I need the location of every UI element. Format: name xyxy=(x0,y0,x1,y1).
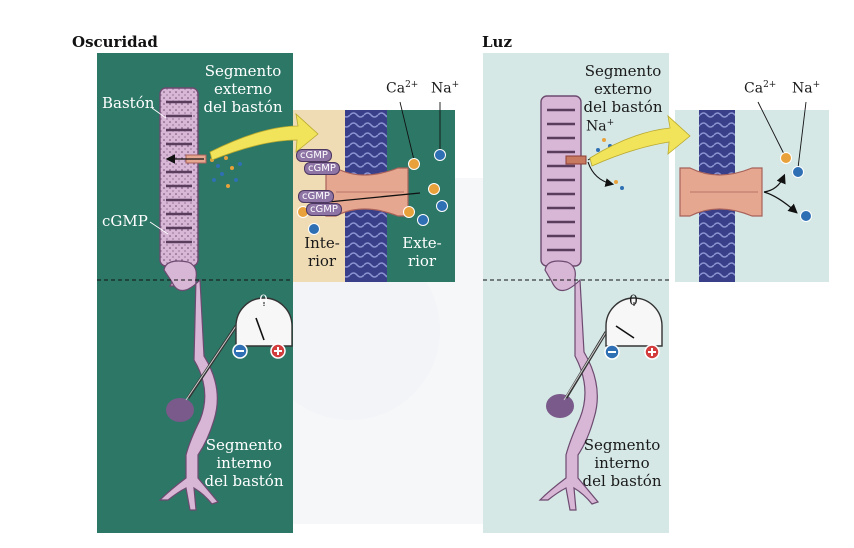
dark-cgmp-tags: cGMP cGMP cGMP cGMP xyxy=(296,149,346,221)
dark-na-ion xyxy=(436,200,448,212)
light-voltmeter xyxy=(604,297,663,360)
light-rod-discs xyxy=(547,108,575,252)
light-na-label: Na+ xyxy=(792,80,821,97)
dark-ca-pointer xyxy=(399,101,415,161)
cgmp-tag: cGMP xyxy=(298,190,334,203)
light-rod-cell xyxy=(538,95,624,511)
dark-cgmp-pointer xyxy=(149,221,169,235)
light-ca-pointer xyxy=(757,101,785,155)
dark-na-label: Na+ xyxy=(431,80,460,97)
light-inset xyxy=(675,101,829,282)
dark-na-ion xyxy=(308,223,320,235)
dark-ca-ion xyxy=(403,206,415,218)
dark-rod-cell xyxy=(149,87,242,511)
light-outer-segment-label: Segmento externo del bastón xyxy=(583,62,663,116)
dark-rod-outer-segment xyxy=(159,87,199,267)
light-blocked-flow xyxy=(763,173,786,193)
light-na-pointer xyxy=(797,101,807,169)
dark-baston-pointer xyxy=(151,107,167,119)
dark-ca-ion xyxy=(428,183,440,195)
dark-inset xyxy=(293,101,455,282)
light-heading: Luz xyxy=(482,33,512,51)
dark-rod-discs xyxy=(166,100,192,244)
light-ca-label: Ca2+ xyxy=(744,80,777,97)
dark-ca-label: Ca2+ xyxy=(386,80,419,97)
dark-meter-zero: 0 xyxy=(259,293,268,309)
rod-label: Bastón xyxy=(102,94,155,112)
dark-rod-nucleus xyxy=(166,398,194,422)
light-ca-ion xyxy=(780,152,792,164)
cgmp-tag: cGMP xyxy=(304,162,340,175)
dark-channel-flow-arrow xyxy=(315,192,421,208)
light-ion-deflect-arrow xyxy=(587,161,615,187)
light-na-inline-label: Na+ xyxy=(586,118,615,135)
light-na-ion xyxy=(792,166,804,178)
light-meter-zero: 0 xyxy=(629,293,638,309)
light-na-ion xyxy=(800,210,812,222)
light-zoom-arrow xyxy=(589,114,691,167)
cgmp-tag: cGMP xyxy=(296,149,332,162)
interior-label: Inte- rior xyxy=(304,234,340,270)
dark-voltmeter xyxy=(232,297,293,359)
cgmp-label: cGMP xyxy=(102,212,148,230)
dark-na-ion xyxy=(417,214,429,226)
dark-na-ion xyxy=(434,149,446,161)
background-page-circle xyxy=(260,240,440,420)
cgmp-tag: cGMP xyxy=(306,203,342,216)
dark-zoom-arrow xyxy=(209,112,319,161)
dark-outer-segment-label: Segmento externo del bastón xyxy=(203,62,283,116)
dark-heading: Oscuridad xyxy=(72,33,158,51)
dark-rod-inner-segment xyxy=(158,260,220,511)
light-rod-channel xyxy=(565,155,587,165)
dark-inner-segment-label: Segmento interno del bastón xyxy=(204,436,284,490)
light-blocked-flow-2 xyxy=(763,191,798,214)
exterior-label: Exte- rior xyxy=(402,234,442,270)
light-rod-inner-segment xyxy=(538,260,600,511)
light-rod-nucleus xyxy=(546,394,574,418)
dark-ca-ion xyxy=(408,158,420,170)
light-inner-segment-label: Segmento interno del bastón xyxy=(582,436,662,490)
